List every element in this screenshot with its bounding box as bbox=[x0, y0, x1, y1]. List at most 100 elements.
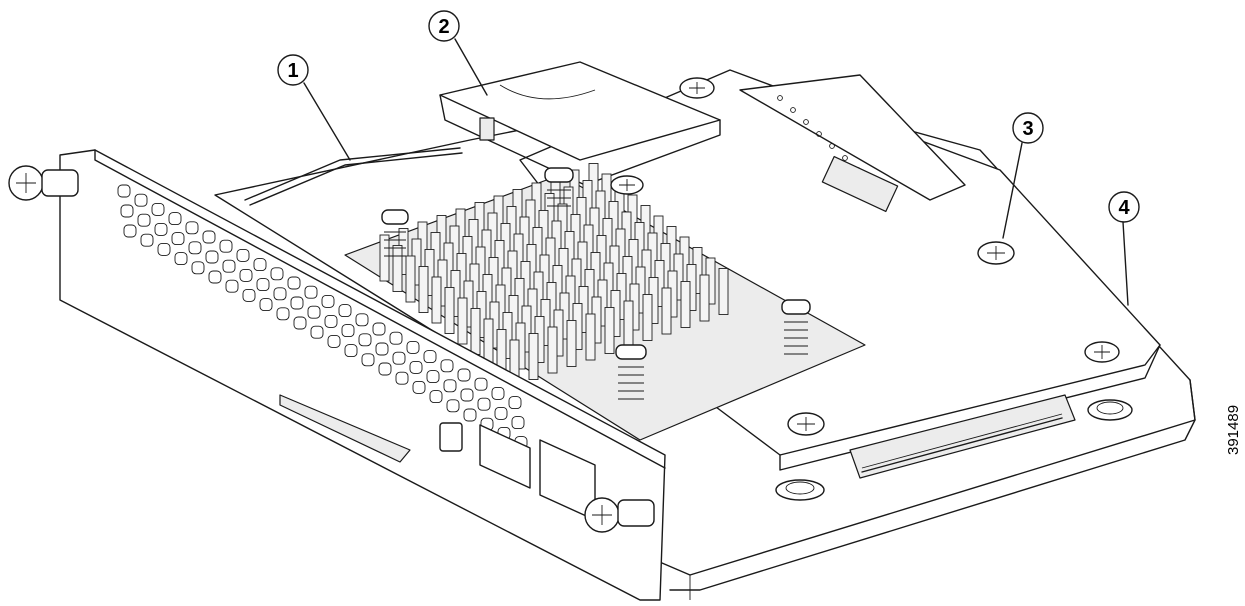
vent-hole bbox=[151, 202, 165, 216]
vent-hole bbox=[120, 204, 134, 218]
vent-hole bbox=[392, 351, 406, 365]
vent-hole bbox=[389, 331, 403, 345]
heat-sink-fin bbox=[431, 276, 442, 324]
vent-hole bbox=[219, 239, 233, 253]
vent-hole bbox=[355, 313, 369, 327]
vent-hole bbox=[440, 359, 454, 373]
vent-hole bbox=[242, 288, 256, 302]
callout-4-number: 4 bbox=[1118, 197, 1130, 219]
heat-sink-fin bbox=[528, 333, 539, 380]
callout-2-number: 2 bbox=[438, 16, 449, 38]
vent-hole bbox=[185, 221, 199, 235]
vent-hole bbox=[123, 224, 137, 238]
vent-hole bbox=[205, 250, 219, 264]
vent-hole bbox=[137, 213, 151, 227]
heat-sink-fin bbox=[623, 300, 634, 348]
vent-hole bbox=[395, 371, 409, 385]
vent-hole bbox=[446, 399, 460, 413]
figure-id: 391489 bbox=[1225, 405, 1242, 455]
vent-hole bbox=[494, 406, 508, 420]
callout-1: 1 bbox=[277, 54, 351, 161]
heat-sink-fin bbox=[718, 268, 729, 315]
callout-4-leader bbox=[1122, 221, 1129, 306]
callout-2-leader bbox=[454, 38, 488, 96]
sfp-port bbox=[479, 424, 531, 489]
heat-sink-fin bbox=[642, 294, 653, 341]
standoff bbox=[775, 479, 825, 501]
heat-sink-fin bbox=[379, 234, 390, 282]
vent-hole bbox=[511, 416, 525, 430]
front-faceplate bbox=[8, 149, 666, 601]
spring-screw bbox=[544, 167, 574, 207]
vent-hole bbox=[457, 368, 471, 382]
spring-screw bbox=[781, 299, 811, 355]
vent-hole bbox=[324, 314, 338, 328]
screw-head bbox=[1084, 341, 1120, 363]
usb-port bbox=[439, 422, 463, 452]
vent-hole bbox=[174, 252, 188, 266]
vent-hole bbox=[327, 334, 341, 348]
callout-2: 2 bbox=[428, 10, 488, 96]
vent-hole bbox=[134, 193, 148, 207]
heat-sink-fin bbox=[457, 297, 468, 345]
upper-card bbox=[439, 61, 721, 186]
heat-sink-fin bbox=[661, 287, 672, 335]
screw-head bbox=[787, 412, 825, 436]
vent-hole bbox=[117, 184, 131, 198]
vent-hole bbox=[426, 370, 440, 384]
heat-sink-fin bbox=[418, 266, 429, 313]
heat-sink-fin bbox=[585, 313, 596, 361]
vent-hole bbox=[270, 267, 284, 281]
screw-head bbox=[610, 175, 644, 195]
callout-4: 4 bbox=[1108, 191, 1140, 306]
vent-hole bbox=[202, 230, 216, 244]
vent-hole bbox=[361, 353, 375, 367]
vent-hole bbox=[406, 340, 420, 354]
thumbscrew-left bbox=[8, 165, 79, 201]
spring-screw bbox=[381, 209, 409, 257]
vent-hole bbox=[140, 233, 154, 247]
vent-hole bbox=[188, 241, 202, 255]
vent-hole bbox=[338, 304, 352, 318]
vent-hole bbox=[508, 396, 522, 410]
vent-hole bbox=[225, 279, 239, 293]
spring-screws bbox=[381, 167, 811, 400]
vent-hole bbox=[273, 287, 287, 301]
vent-hole bbox=[287, 276, 301, 290]
spring-screw bbox=[615, 344, 647, 400]
standoff bbox=[1087, 399, 1133, 421]
screw-head bbox=[679, 77, 715, 99]
vent-hole bbox=[208, 270, 222, 284]
heat-sink-fin bbox=[405, 255, 416, 303]
callout-1-number: 1 bbox=[287, 60, 298, 82]
vent-hole bbox=[276, 307, 290, 321]
heat-sink-fin bbox=[566, 320, 577, 367]
callout-3-leader bbox=[1002, 142, 1023, 239]
vent-hole bbox=[409, 360, 423, 374]
vent-hole bbox=[423, 350, 437, 364]
vent-hole bbox=[375, 342, 389, 356]
heat-sink-fin bbox=[470, 308, 481, 355]
vent-hole bbox=[321, 294, 335, 308]
heat-sink-fin bbox=[680, 281, 691, 328]
vent-hole bbox=[429, 390, 443, 404]
vent-hole bbox=[491, 386, 505, 400]
vent-hole bbox=[378, 362, 392, 376]
vent-hole bbox=[171, 232, 185, 246]
vent-hole bbox=[157, 242, 171, 256]
vent-hole bbox=[253, 258, 267, 272]
vent-holes bbox=[117, 184, 528, 450]
vent-hole bbox=[463, 408, 477, 422]
vent-hole bbox=[290, 296, 304, 310]
vent-hole bbox=[256, 278, 270, 292]
vent-hole bbox=[344, 344, 358, 358]
vent-hole bbox=[191, 261, 205, 275]
vent-hole bbox=[412, 380, 426, 394]
callout-1-leader bbox=[303, 82, 351, 161]
vent-hole bbox=[372, 322, 386, 336]
vent-hole bbox=[460, 388, 474, 402]
vent-hole bbox=[341, 324, 355, 338]
vent-hole bbox=[307, 305, 321, 319]
vent-hole bbox=[358, 333, 372, 347]
